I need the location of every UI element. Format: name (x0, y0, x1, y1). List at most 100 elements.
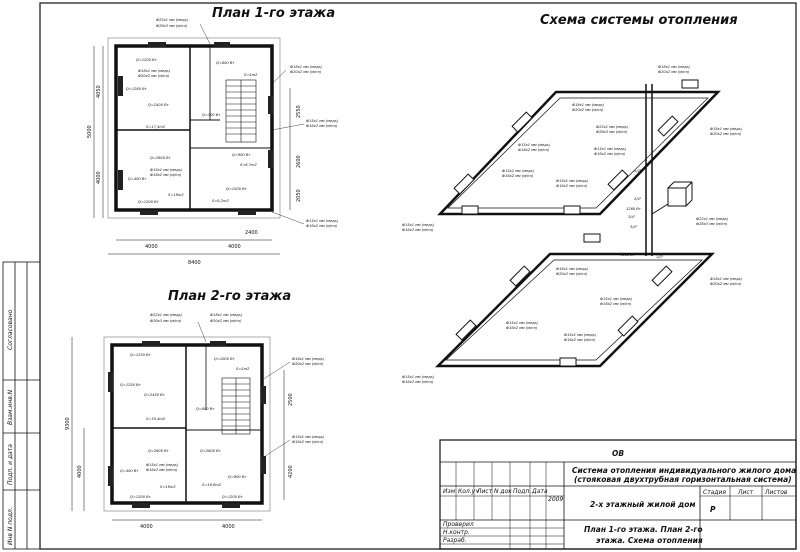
svg-text:Q=1250 Вт: Q=1250 Вт (120, 383, 142, 387)
side-stamp-replace-inv: Взам.инв.N (7, 389, 14, 425)
svg-text:Ф20х2 мм (м/пл): Ф20х2 мм (м/пл) (290, 70, 322, 74)
stamp-sheets-header: Листов (764, 489, 788, 496)
svg-text:S=16m2: S=16m2 (160, 485, 176, 489)
scheme-floor-power: 4400 Вт (620, 253, 636, 257)
svg-text:Ф16х2 мм (м/пл): Ф16х2 мм (м/пл) (502, 174, 534, 178)
svg-text:Ф15х1 мм (медь): Ф15х1 мм (медь) (600, 297, 633, 301)
plan1-radiators (118, 42, 273, 215)
svg-text:S=16,8m2: S=16,8m2 (202, 483, 222, 487)
plan1-dim-left-total: 5000 (87, 125, 93, 138)
scheme-lower-loop (434, 252, 716, 368)
scheme-pipe-labels: Ф18х1 мм (медь) Ф20х2 мм (м/пл) Ф18х1 мм… (402, 65, 743, 384)
plan1-stairs (225, 79, 257, 143)
svg-text:Ф22х1 мм (медь): Ф22х1 мм (медь) (150, 313, 183, 317)
svg-text:Q=2400 Вт: Q=2400 Вт (148, 103, 170, 107)
svg-text:Изм: Изм (443, 488, 456, 495)
svg-text:Q=1200 Вт: Q=1200 Вт (130, 495, 152, 499)
svg-text:Ф16х2 мм (м/пл): Ф16х2 мм (м/пл) (306, 224, 338, 228)
svg-text:Ф15х1 мм (медь): Ф15х1 мм (медь) (518, 143, 551, 147)
svg-text:Ф20х2 мм (м/пл): Ф20х2 мм (м/пл) (658, 70, 690, 74)
plan1-dim-right1: 2550 (296, 105, 302, 118)
plan2-pipe-labels: Ф22х1 мм (медь) Ф26х3 мм (м/пл) Ф18х1 мм… (146, 313, 325, 472)
svg-text:S=5m2: S=5m2 (236, 367, 250, 371)
svg-text:S=5m2: S=5m2 (244, 73, 258, 77)
plan1-dim-right-seg: 2400 (245, 230, 258, 236)
svg-text:Ф15х1 мм (медь): Ф15х1 мм (медь) (150, 168, 183, 172)
plan2-radiators (108, 341, 266, 508)
plan1-leaders (199, 23, 305, 225)
stamp-sheet-name-line1: План 1-го этажа. План 2-го (584, 525, 703, 534)
plan2-stairs (221, 377, 251, 435)
svg-text:Ф15х1 мм (медь): Ф15х1 мм (медь) (306, 219, 339, 223)
svg-text:Ф22х1 мм (медь): Ф22х1 мм (медь) (596, 125, 629, 129)
plan1-building (107, 37, 281, 219)
svg-text:Разраб.: Разраб. (443, 537, 467, 544)
svg-text:Q=800 Вт: Q=800 Вт (196, 407, 215, 411)
svg-text:Ф20х2 мм (м/пл): Ф20х2 мм (м/пл) (710, 132, 742, 136)
stamp-code: ОВ (612, 449, 624, 458)
plan2-dim-left-total: 9300 (65, 417, 71, 430)
svg-text:Ф20х2 мм (м/пл): Ф20х2 мм (м/пл) (138, 74, 170, 78)
svg-text:Дата: Дата (531, 488, 548, 495)
stamp-title-line2: (стояковая двухтрубная горизонтальная си… (574, 475, 792, 484)
svg-text:Ф16х2 мм (м/пл): Ф16х2 мм (м/пл) (150, 173, 182, 177)
svg-text:Q=1260 Вт: Q=1260 Вт (126, 87, 148, 91)
stamp-stage-header: Стадия (703, 489, 726, 496)
svg-text:S=8,2m2: S=8,2m2 (212, 199, 230, 203)
svg-text:Ф16х2 мм (м/пл): Ф16х2 мм (м/пл) (594, 152, 626, 156)
scheme-radiators (453, 79, 699, 367)
plan2-leaders (197, 321, 291, 459)
svg-text:Ф16х2 мм (м/пл): Ф16х2 мм (м/пл) (564, 338, 596, 342)
svg-text:Ф15х1 мм (медь): Ф15х1 мм (медь) (506, 321, 539, 325)
svg-text:N док: N док (494, 488, 512, 495)
svg-text:Ф18х1 мм (медь): Ф18х1 мм (медь) (556, 267, 589, 271)
svg-text:Q=300 Вт: Q=300 Вт (202, 113, 221, 117)
scheme-title: Схема системы отопления (540, 13, 738, 28)
plan2-dimensions (71, 337, 285, 521)
stamp-sheet-name-line2: этажа. Схема отопления (596, 536, 703, 545)
plan1-dim-left-upper: 4050 (96, 85, 102, 98)
svg-text:Ф22х1 мм (медь): Ф22х1 мм (медь) (696, 217, 729, 221)
stamp-object: 2-х этажный жилой дом (590, 500, 696, 509)
svg-text:Ф16х2 мм (м/пл): Ф16х2 мм (м/пл) (292, 440, 324, 444)
svg-text:Q=400 Вт: Q=400 Вт (120, 469, 139, 473)
scheme-boiler-power: 1260 Вт (626, 207, 642, 211)
svg-text:Q=1000 Вт: Q=1000 Вт (214, 357, 236, 361)
svg-text:Ф20х2 мм (м/пл): Ф20х2 мм (м/пл) (556, 272, 588, 276)
plan1-title: План 1-го этажа (212, 6, 335, 21)
plan1-dim-right2: 2600 (296, 155, 302, 168)
svg-text:Ф15х1 мм (медь): Ф15х1 мм (медь) (502, 169, 535, 173)
svg-text:3/4": 3/4" (630, 225, 638, 229)
svg-text:Q=900 Вт: Q=900 Вт (232, 153, 251, 157)
plan1-room-labels: Q=1200 Вт Q=1260 Вт Q=2400 Вт S=17,4m2 Q… (126, 58, 258, 204)
svg-text:Ф26х3 мм (м/пл): Ф26х3 мм (м/пл) (150, 319, 182, 323)
svg-text:Ф18х1 мм (медь): Ф18х1 мм (медь) (138, 69, 171, 73)
svg-text:3/4": 3/4" (634, 197, 642, 201)
svg-text:Ф15х1 мм (медь): Ф15х1 мм (медь) (146, 463, 179, 467)
svg-text:Q=1500 Вт: Q=1500 Вт (226, 187, 248, 191)
svg-text:Ф16х2 мм (м/пл): Ф16х2 мм (м/пл) (402, 380, 434, 384)
scheme-other-labels: 1260 Вт 3/4" 3/4" 3/4" 1/2" 1/2" 4400 Вт (620, 169, 664, 259)
svg-text:Ф16х2 мм (м/пл): Ф16х2 мм (м/пл) (506, 326, 538, 330)
svg-text:Подп.: Подп. (513, 488, 531, 495)
svg-text:Ф18х1 мм (медь): Ф18х1 мм (медь) (292, 357, 325, 361)
svg-text:Q=1200 Вт: Q=1200 Вт (138, 200, 160, 204)
svg-text:Q=900 Вт: Q=900 Вт (228, 475, 247, 479)
stamp-year: 2009 (548, 496, 563, 503)
side-stamp-inv-orig: Инв N подл. (7, 507, 14, 545)
svg-text:Ф18х1 мм (медь): Ф18х1 мм (медь) (658, 65, 691, 69)
svg-text:Ф15х1 мм (медь): Ф15х1 мм (медь) (306, 119, 339, 123)
svg-text:Ф26х3 мм (м/пл): Ф26х3 мм (м/пл) (156, 24, 188, 28)
svg-text:Ф16х2 мм (м/пл): Ф16х2 мм (м/пл) (600, 302, 632, 306)
stamp-stage: Р (710, 505, 716, 514)
svg-text:Ф18х1 мм (медь): Ф18х1 мм (медь) (710, 277, 743, 281)
svg-text:Ф20х2 мм (м/пл): Ф20х2 мм (м/пл) (210, 319, 242, 323)
svg-text:Ф15х1 мм (медь): Ф15х1 мм (медь) (292, 435, 325, 439)
side-stamp (2, 261, 41, 550)
svg-text:Q=1200 Вт: Q=1200 Вт (222, 495, 244, 499)
svg-text:Ф15х1 мм (медь): Ф15х1 мм (медь) (564, 333, 597, 337)
scheme-riser (645, 84, 693, 256)
plan2-dim-right1: 2500 (288, 393, 294, 406)
svg-text:S=16m2: S=16m2 (168, 193, 184, 197)
